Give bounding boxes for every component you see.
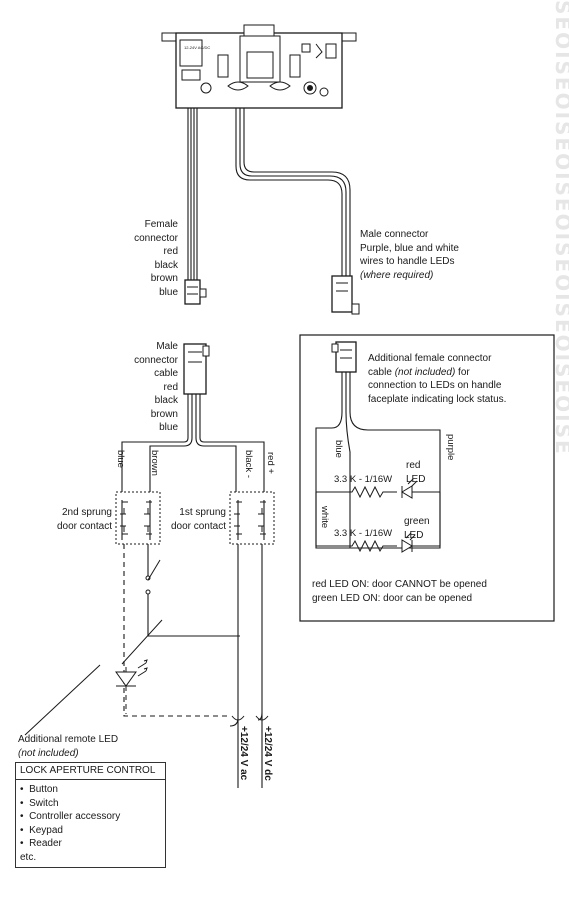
male-connector-cable [121, 343, 265, 502]
remote-led [24, 619, 163, 736]
resistor-label-1: 3.3 K - 1/16W [334, 474, 393, 485]
second-contact-label: 2nd sprung door contact [56, 507, 112, 532]
list-item: • Controller accessory [20, 811, 121, 822]
resistor-label-2: 3.3 K - 1/16W [334, 528, 393, 539]
led-box-circuit [315, 341, 441, 553]
control-box-title: LOCK APERTURE CONTROL [16, 763, 165, 780]
list-item: • Reader [20, 838, 62, 849]
red-led-label: red LED [406, 460, 426, 485]
left-cable [184, 108, 207, 305]
wire-label-blue: blue [115, 450, 126, 468]
control-box-footer: etc. [20, 851, 37, 863]
list-item: • Button [20, 784, 58, 795]
first-contact-label: 1st sprung door contact [170, 507, 226, 532]
watermark: SEOISEOISEOISEOISEOISEOISEOISE [551, 0, 569, 456]
led-wire-purple: purple [445, 434, 456, 461]
wire-label-black: black - [243, 450, 254, 478]
list-item: • Switch [20, 797, 59, 809]
male-connector-left-label: Male connector cable red black brown blu… [134, 341, 178, 433]
remote-led-label: Additional remote LED (not included) [18, 734, 119, 759]
led-box-intro: Additional female connector cable (not i… [368, 353, 507, 405]
wire-label-brown: brown [149, 450, 160, 476]
supply-ac-label: +12/24 V ac [238, 726, 249, 781]
male-connector-right-label: Male connector Purple, blue and white wi… [360, 229, 459, 281]
female-connector-label: Female connector red black brown blue [134, 219, 178, 298]
list-item: • Keypad [20, 824, 63, 836]
led-wire-blue: blue [333, 440, 344, 458]
first-sprung-contact [229, 491, 275, 545]
second-sprung-contact [115, 491, 161, 545]
lock-body [161, 24, 357, 109]
control-box-list: • Button • Switch • Controller accessory… [16, 780, 165, 867]
wire-label-red: red + [265, 452, 276, 474]
supply-terminals [237, 748, 263, 788]
supply-dc-label: +12/24 V dc [262, 726, 273, 781]
lock-rating-text: 12-24V AC/DC [184, 45, 210, 50]
led-status-legend: red LED ON: door CANNOT be opened green … [312, 579, 487, 604]
green-led-label: green LED [404, 516, 430, 541]
control-circuit [123, 544, 269, 748]
lock-aperture-control-box: LOCK APERTURE CONTROL • Button • Switch … [15, 762, 166, 868]
led-wire-white: white [319, 506, 330, 529]
right-cable [235, 108, 360, 315]
